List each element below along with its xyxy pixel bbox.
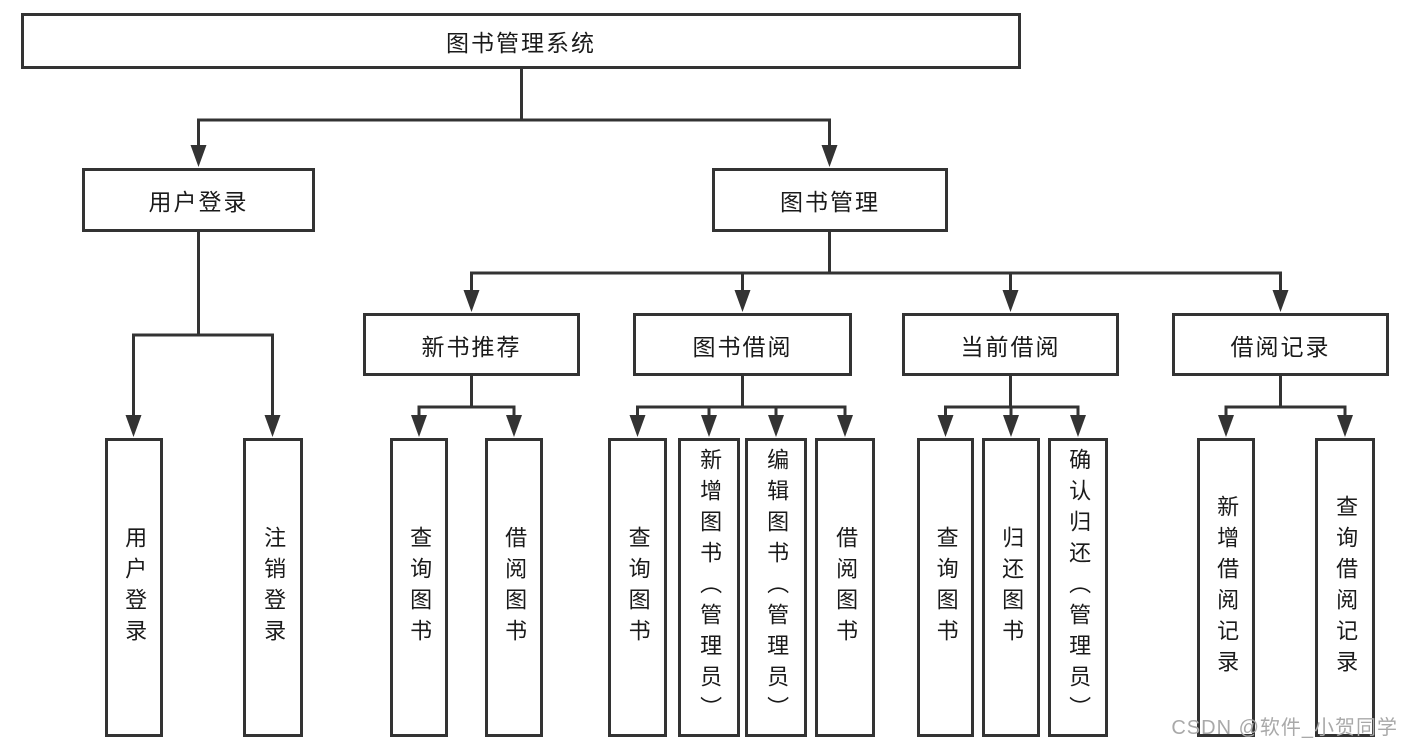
node-current-borrow-label: 当前借阅	[960, 333, 1061, 360]
leaf-confirm-return-admin-label: 确认归还（管理员）	[1066, 448, 1092, 727]
node-book-borrow-label: 图书借阅	[692, 333, 793, 360]
node-borrow-records-label: 借阅记录	[1230, 333, 1331, 360]
leaf-edit-book-admin: 编辑图书（管理员）	[745, 438, 807, 737]
leaf-add-book-admin: 新增图书（管理员）	[678, 438, 740, 737]
leaf-logout: 注销登录	[243, 438, 303, 737]
leaf-query-borrow-record-label: 查询借阅记录	[1333, 494, 1359, 681]
leaf-add-borrow-record-label: 新增借阅记录	[1214, 494, 1240, 681]
leaf-edit-book-admin-label: 编辑图书（管理员）	[764, 448, 790, 727]
leaf-borrow-books: 借阅图书	[815, 438, 875, 737]
watermark: CSDN @软件_小贺同学	[1171, 711, 1398, 740]
node-book-management: 图书管理	[712, 168, 948, 232]
leaf-add-borrow-record: 新增借阅记录	[1197, 438, 1255, 737]
leaf-add-book-admin-label: 新增图书（管理员）	[697, 448, 723, 727]
leaf-query-books-recommend-label: 查询图书	[407, 525, 433, 650]
node-book-management-label: 图书管理	[780, 189, 880, 215]
leaf-query-borrow-record: 查询借阅记录	[1315, 438, 1375, 737]
node-new-book-recommend-label: 新书推荐	[421, 333, 522, 360]
leaf-query-books-current-label: 查询图书	[933, 525, 959, 650]
watermark-text: CSDN @软件_小贺同学	[1171, 717, 1398, 739]
node-current-borrow: 当前借阅	[902, 313, 1119, 376]
node-borrow-records: 借阅记录	[1172, 313, 1389, 376]
node-root: 图书管理系统	[21, 13, 1021, 69]
leaf-query-books-recommend: 查询图书	[390, 438, 448, 737]
leaf-borrow-books-label: 借阅图书	[833, 525, 859, 650]
leaf-user-login: 用户登录	[105, 438, 163, 737]
node-root-label: 图书管理系统	[446, 30, 596, 56]
leaf-borrow-books-recommend-label: 借阅图书	[502, 525, 528, 650]
leaf-user-login-label: 用户登录	[122, 525, 148, 650]
leaf-borrow-books-recommend: 借阅图书	[485, 438, 543, 737]
leaf-return-books-label: 归还图书	[999, 525, 1025, 650]
leaf-query-books-borrow: 查询图书	[608, 438, 667, 737]
leaf-query-books-borrow-label: 查询图书	[625, 525, 651, 650]
node-user-login: 用户登录	[82, 168, 315, 232]
leaf-logout-label: 注销登录	[261, 525, 287, 650]
leaf-return-books: 归还图书	[982, 438, 1040, 737]
node-new-book-recommend: 新书推荐	[363, 313, 580, 376]
leaf-confirm-return-admin: 确认归还（管理员）	[1048, 438, 1108, 737]
node-user-login-label: 用户登录	[148, 189, 249, 215]
leaf-query-books-current: 查询图书	[917, 438, 974, 737]
arrowhead-icons	[125, 145, 1353, 437]
node-book-borrow: 图书借阅	[633, 313, 852, 376]
